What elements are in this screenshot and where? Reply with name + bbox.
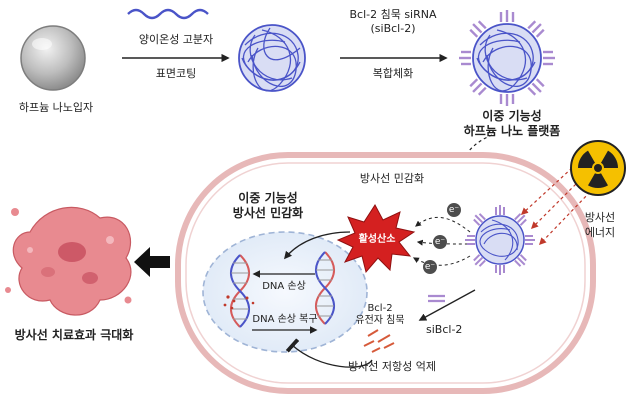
- outcome-label: 방사선 치료효과 극대화: [14, 328, 134, 342]
- sirna-label: Bcl-2 침묵 siRNA: [349, 8, 437, 21]
- sirna-release-arrow: [418, 289, 476, 321]
- sirna-label-abbrev: (siBcl-2): [370, 22, 416, 35]
- radiation-arrow: [520, 167, 573, 215]
- platform-nanoparticle-icon: [459, 10, 555, 106]
- radiation-arrow: [539, 191, 591, 246]
- nanoparticle-icon: [20, 25, 86, 91]
- silenced-gene-fragments: [363, 329, 395, 353]
- arrow-icon: [134, 247, 170, 277]
- dual-function-subtitle: 방사선 민감화: [232, 206, 304, 220]
- platform-nanoparticle-icon: [465, 205, 535, 275]
- complex-label: 복합체화: [372, 67, 414, 80]
- radiation-hazard-icon: [570, 140, 626, 196]
- radiation-energy-label: 에너지: [584, 226, 616, 239]
- inhibition-arrow: [285, 338, 373, 368]
- radio-sensitization-label: 방사선 민감화: [359, 172, 425, 185]
- dna-damage-label: DNA 손상: [262, 281, 306, 292]
- dna-repair-label: DNA 손상 복구: [252, 314, 318, 325]
- tumor-icon: [5, 206, 132, 316]
- sibcl2-label: siBcl-2: [426, 323, 463, 336]
- dna-helix-icon: [230, 254, 250, 328]
- gene-silencing-label: 유전자 침묵: [355, 315, 405, 326]
- hfo2-label: 하프늄 나노입자: [18, 101, 94, 114]
- coated-nanoparticle-icon: [238, 24, 306, 92]
- ros-attack-arrow: [284, 231, 351, 260]
- bcl2-label: Bcl-2: [367, 303, 393, 314]
- electron-arrow: [415, 216, 471, 233]
- dna-helix-icon: [315, 251, 335, 325]
- dual-function-title: 이중 기능성: [238, 191, 298, 205]
- electron-label: e⁻: [434, 237, 446, 247]
- coating-label: 표면코팅: [155, 67, 197, 80]
- polymer-strand-icon: [127, 8, 209, 20]
- platform-subtitle: 하프늄 나노 플랫폼: [463, 124, 561, 138]
- ros-burst-icon: [336, 204, 416, 274]
- resistance-label: 방사선 저항성 억제: [348, 360, 436, 373]
- radiation-label: 방사선: [584, 211, 616, 224]
- radiation-arrow: [530, 179, 581, 230]
- electron-arrow: [412, 255, 471, 266]
- electron-label: e⁻: [448, 205, 460, 215]
- electron-particles: [423, 203, 461, 274]
- dna-fragments: [223, 295, 255, 310]
- sirna-icon: [428, 294, 445, 303]
- ros-label: 활성산소: [358, 234, 396, 245]
- electron-label: e⁻: [424, 262, 436, 272]
- platform-title: 이중 기능성: [482, 109, 542, 123]
- polymer-label: 양이온성 고분자: [138, 33, 214, 46]
